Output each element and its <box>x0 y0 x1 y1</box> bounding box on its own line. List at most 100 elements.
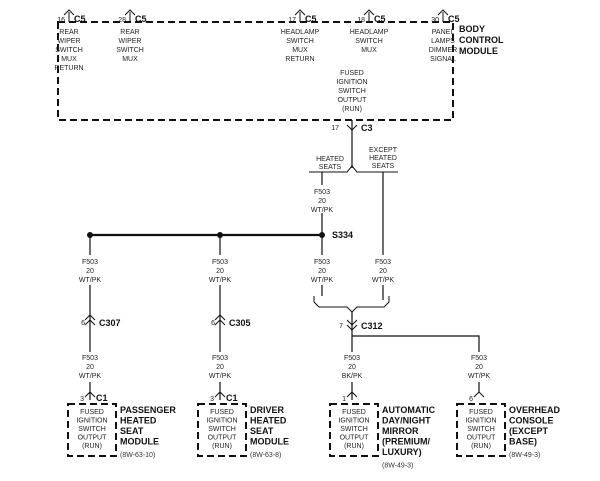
load-name-line: AUTOMATIC <box>382 405 436 415</box>
bcm-pin-wire <box>294 9 306 22</box>
load-box-label-line: FUSED <box>80 409 104 416</box>
option-bracket <box>309 165 398 173</box>
load-terminal <box>346 391 358 398</box>
bcm-pin-number: 18 <box>357 17 365 24</box>
branch-connector-pin: 6 <box>81 320 85 327</box>
bcm-pin-label-line: WIPER <box>119 38 142 45</box>
c312-pin: 7 <box>339 323 343 330</box>
load-pin: 6 <box>469 396 473 403</box>
load-box-label-line: IGNITION <box>338 418 369 425</box>
bcm-output-label-line: (RUN) <box>342 106 362 113</box>
splice-label: S334 <box>332 230 353 240</box>
option-left-line: SEATS <box>319 164 342 171</box>
bcm-pin-label-line: SWITCH <box>116 47 144 54</box>
bcm-pin-wire <box>437 9 449 22</box>
load-box-label-line: FUSED <box>342 409 366 416</box>
bcm-pin-number: 28 <box>118 17 126 24</box>
bcm-pin-label-line: SWITCH <box>355 38 383 45</box>
load-label-mask <box>78 352 102 382</box>
c312-merge: 7 C312 <box>313 296 480 400</box>
c312-wire-console <box>352 335 480 392</box>
load-name-line: SEAT <box>250 426 274 436</box>
load-name-line: DAY/NIGHT <box>382 416 431 426</box>
branch-connector-symbol <box>214 314 226 326</box>
load-label-mask <box>467 352 491 382</box>
load-wire-label-line: F503 <box>82 355 98 362</box>
load-wire-label-line: BK/PK <box>342 373 363 380</box>
load-ref: (8W-49-3) <box>382 463 413 470</box>
load-box-label-line: OUTPUT <box>208 435 238 442</box>
bcm-pin-label-line: RETURN <box>285 56 314 63</box>
branch-label-mask <box>310 255 334 285</box>
branch-connector-name: C307 <box>99 318 121 328</box>
load-box-label-line: FUSED <box>469 409 493 416</box>
c312-connector-symbol <box>346 319 358 331</box>
bcm-pin-label-line: MUX <box>361 47 377 54</box>
branch-wire-label-line: WT/PK <box>372 277 394 284</box>
bcm-pin-label-line: MUX <box>292 47 308 54</box>
load-name-line: HEATED <box>250 416 287 426</box>
bcm-output-label-line: FUSED <box>340 70 364 77</box>
branch-wire-label-line: F503 <box>375 259 391 266</box>
load-box-label-line: (RUN) <box>82 443 102 450</box>
wire-label-heated-line: WT/PK <box>311 207 333 214</box>
load-name-line: BASE) <box>509 437 537 447</box>
bcm-pin-connector: C5 <box>305 14 317 24</box>
bcm-pin-connector: C5 <box>74 14 86 24</box>
load-box <box>67 403 117 457</box>
bcm-pin-number: 17 <box>288 17 296 24</box>
branch-label-mask <box>78 255 102 285</box>
bcm-pin-label: HEADLAMP SWITCH MUX RETURN <box>281 29 320 63</box>
branch-wire-label-line: WT/PK <box>209 277 231 284</box>
load-terminal <box>214 391 226 398</box>
load-wire-label-line: WT/PK <box>79 373 101 380</box>
bcm-pin-connector: C5 <box>135 14 147 24</box>
branch-wire-label-line: F503 <box>82 259 98 266</box>
bcm-pin-label-line: REAR <box>120 29 139 36</box>
load-name-line: OVERHEAD <box>509 405 561 415</box>
load-box-label-line: SWITCH <box>467 426 495 433</box>
bcm-pin-label-line: HEADLAMP <box>281 29 320 36</box>
branch-connector-name: C305 <box>229 318 251 328</box>
bcm-pin-label-line: RETURN <box>54 65 83 72</box>
branch-wire-label-line: WT/PK <box>311 277 333 284</box>
bcm-output-pin: 17 <box>331 125 339 132</box>
bcm-title-line: BODY <box>459 24 485 34</box>
bcm-pin-label-line: SWITCH <box>286 38 314 45</box>
branch-connector-symbol <box>84 314 96 326</box>
load-box-label-line: FUSED <box>210 409 234 416</box>
load-box-label-line: (RUN) <box>212 443 232 450</box>
load-box-label-line: OUTPUT <box>78 435 108 442</box>
load-label-mask <box>208 352 232 382</box>
load-pin: 3 <box>210 396 214 403</box>
load-box <box>329 403 379 457</box>
bcm-pin-connector: C5 <box>374 14 386 24</box>
load-wire-label-line: 20 <box>216 364 224 371</box>
option-left-line: HEATED <box>316 156 344 163</box>
bcm-pin-wire <box>363 9 375 22</box>
load-wire-label-line: 20 <box>86 364 94 371</box>
